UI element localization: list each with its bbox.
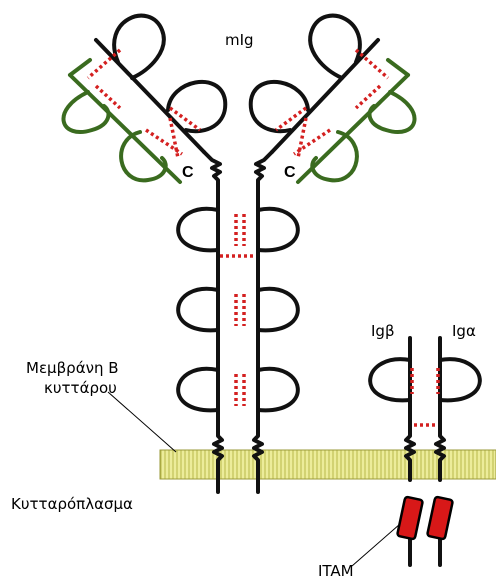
- cell-membrane: [160, 450, 496, 479]
- mig-heavy-chains: [96, 16, 378, 492]
- ig-beta-domain: [370, 359, 410, 400]
- heavy-constant-domain-right-1: [258, 209, 298, 251]
- heavy-constant-domain-right-2: [258, 289, 298, 331]
- label-cytoplasm: Κυτταρόπλασμα: [11, 496, 133, 513]
- ss-bond-left-cl: [146, 130, 182, 154]
- itam-motifs: [397, 497, 453, 540]
- label-ig-alpha: Igα: [452, 323, 476, 340]
- light-constant-domain-left: [121, 132, 166, 180]
- disulfide-bonds: [88, 50, 388, 406]
- ig-ab-disulfides: [412, 368, 438, 425]
- heavy-chain-left-arm: [96, 40, 204, 152]
- heavy-constant-domain-left-3: [178, 369, 218, 411]
- light-chain-right-top: [388, 60, 408, 75]
- heavy-constant-domain-left-1: [178, 209, 218, 251]
- itam-alpha: [427, 497, 453, 540]
- heavy-constant-domain-left-2: [178, 289, 218, 331]
- label-itam: ITAM: [318, 563, 354, 577]
- heavy-constant-domain-right-3: [258, 369, 298, 411]
- label-c-right: C: [284, 164, 296, 182]
- light-chain-left-top: [70, 60, 90, 75]
- heavy-chain-left-stem: [204, 152, 222, 492]
- ig-alpha-domain: [440, 359, 480, 400]
- itam-callout: [352, 524, 400, 566]
- ss-bond-left-v: [88, 50, 120, 78]
- label-membrane-line1: Μεμβράνη Β: [26, 360, 119, 377]
- label-c-left: C: [182, 164, 194, 182]
- label-mig: mIg: [225, 32, 254, 49]
- ss-bond-right-v: [356, 50, 388, 78]
- light-variable-domain-right: [370, 92, 415, 132]
- label-membrane-line2: κυττάρου: [44, 380, 117, 397]
- membrane-callout: [108, 392, 176, 452]
- heavy-chain-right-stem: [254, 152, 272, 492]
- light-variable-domain-left: [63, 92, 108, 132]
- label-ig-beta: Igβ: [371, 323, 395, 340]
- light-chains: [63, 60, 414, 182]
- itam-beta: [397, 497, 423, 540]
- ss-bond-right-cl: [294, 130, 330, 154]
